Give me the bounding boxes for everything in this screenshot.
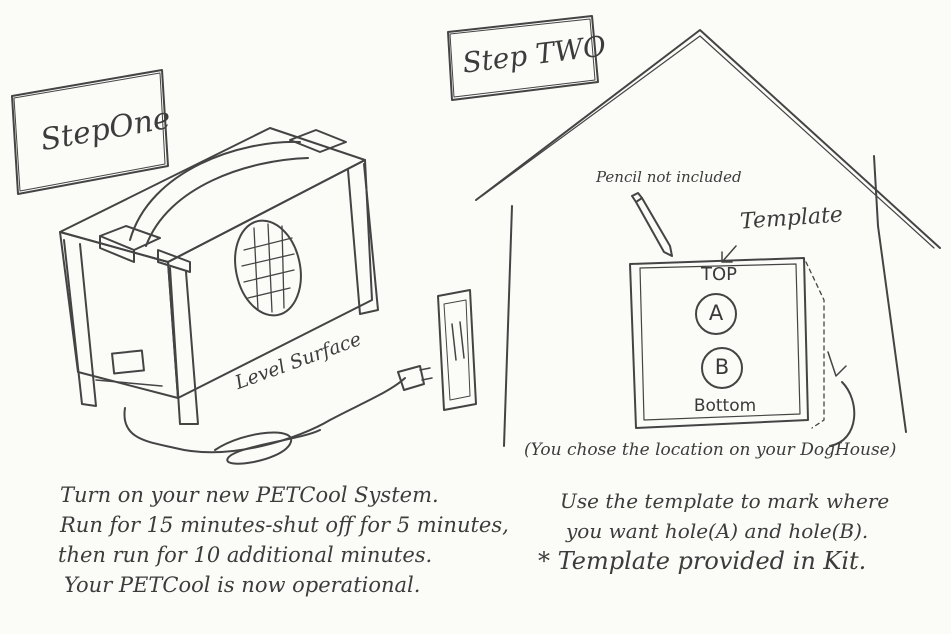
template-bottom-label: Bottom (680, 396, 770, 416)
caption-line: Use the template to mark where (560, 486, 889, 516)
step-two-caption: Use the template to mark where you want … (540, 486, 869, 576)
caption-line: then run for 10 additional minutes. (58, 540, 507, 570)
location-note: (You chose the location on your DogHouse… (524, 440, 896, 460)
caption-line: * Template provided in Kit. (538, 546, 867, 576)
caption-line: Run for 15 minutes-shut off for 5 minute… (60, 510, 509, 540)
petcool-unit (60, 128, 378, 424)
template-top-label: TOP (694, 264, 744, 285)
hole-a-label: A (701, 301, 731, 325)
hole-b-label: B (707, 355, 737, 379)
caption-line: Turn on your new PETCool System. (60, 480, 509, 510)
pencil-note: Pencil not included (596, 168, 742, 186)
caption-line: you want hole(A) and hole(B). (566, 516, 895, 546)
step-one-caption: Turn on your new PETCool System. Run for… (24, 480, 473, 600)
caption-line: Your PETCool is now operational. (64, 570, 513, 600)
pencil-icon (632, 193, 672, 256)
